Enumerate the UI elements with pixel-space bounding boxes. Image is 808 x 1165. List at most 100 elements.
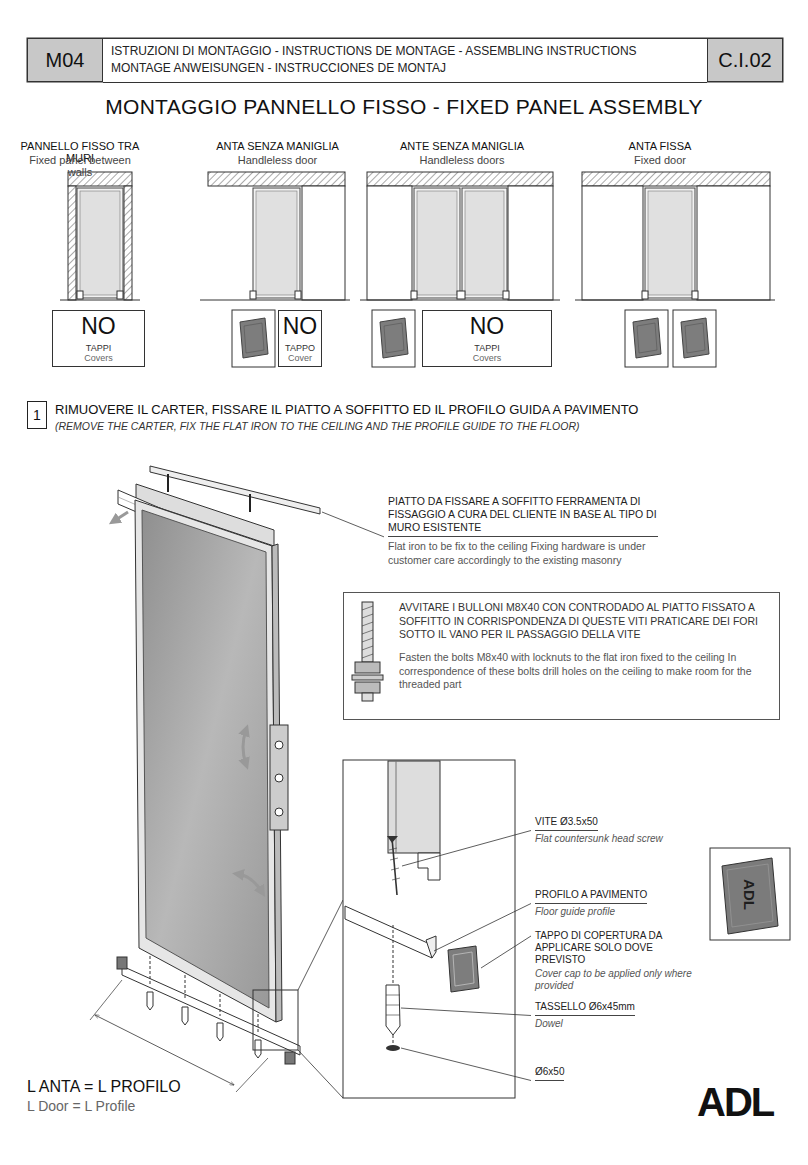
detail-inset — [418, 853, 440, 880]
detail-inset — [386, 985, 400, 1035]
plan-handleless-door — [302, 186, 345, 300]
door-panel-exploded — [114, 512, 128, 521]
cover-cap-large — [727, 864, 773, 927]
door-panel-exploded — [147, 992, 153, 1010]
cover-cap-large — [722, 858, 778, 934]
part-label: VITE Ø3.5x50 — [535, 816, 598, 831]
cover-cap-icon — [685, 323, 705, 353]
leader-line — [322, 512, 384, 537]
box-text: AVVITARE I BULLONI M8X40 CON CONTRODADO … — [399, 601, 769, 642]
figure-caption: Handleless doors — [372, 154, 552, 166]
detail-inset — [387, 836, 398, 843]
box-text: Fasten the bolts M8x40 with locknuts to … — [399, 651, 769, 692]
bolt-with-locknut — [362, 638, 373, 642]
door-panel-exploded — [185, 975, 186, 1000]
plan-handleless-door — [200, 172, 350, 300]
part-note: Flat countersunk head screw — [535, 833, 663, 845]
detail-inset — [390, 858, 398, 860]
plan-fixed-panel-between-walls — [60, 172, 140, 300]
leader-line — [402, 831, 531, 867]
plan-fixed-door — [648, 191, 692, 295]
box-text: TAPPI — [86, 343, 111, 353]
plan-handleless-door — [256, 191, 297, 295]
door-panel-exploded — [135, 500, 276, 1022]
bolt-with-locknut — [355, 662, 380, 673]
plan-fixed-door — [575, 172, 775, 300]
plan-handleless-doors — [462, 188, 507, 298]
dimension: Ø6x50 — [535, 1066, 564, 1081]
brand-logo: ADL — [697, 1080, 773, 1125]
plan-handleless-door — [208, 172, 345, 186]
step-subheading: (REMOVE THE CARTER, FIX THE FLAT IRON TO… — [55, 420, 579, 432]
box-text: M04 — [46, 49, 85, 72]
box-text: NO — [283, 314, 318, 338]
plan-handleless-doors — [360, 300, 560, 301]
door-panel-exploded — [95, 1015, 234, 1085]
detail-inset — [343, 760, 515, 1098]
door-panel-exploded — [142, 510, 269, 1008]
header-box: ISTRUZIONI DI MONTAGGIO - INSTRUCTIONS D… — [103, 38, 707, 83]
part-note: Floor guide profile — [535, 906, 615, 918]
part-label: PIATTO DA FISSARE A SOFFITTO FERRAMENTA … — [388, 495, 658, 537]
door-panel-exploded — [249, 494, 251, 512]
door-panel-exploded — [253, 990, 298, 1050]
bolt-with-locknut — [362, 614, 373, 618]
plan-handleless-doors — [414, 188, 460, 298]
box-text: NO — [470, 314, 505, 338]
door-panel-exploded — [275, 774, 283, 782]
plan-handleless-door — [200, 300, 350, 301]
plan-handleless-door — [295, 291, 301, 299]
cover-cap-icon — [244, 323, 264, 353]
no-cover-box: NOTAPPICovers — [422, 310, 552, 367]
door-panel-exploded — [275, 741, 283, 749]
door-panel-exploded — [90, 466, 343, 1098]
figure-caption: Handleless door — [205, 154, 350, 166]
box-text: C.I.02 — [718, 49, 771, 72]
bolt-with-locknut — [362, 606, 373, 610]
plan-handleless-doors — [360, 172, 560, 300]
box-text: 1 — [33, 407, 41, 423]
plan-fixed-panel-between-walls — [124, 186, 132, 300]
detail-inset — [426, 936, 436, 958]
detail-inset — [343, 760, 515, 1098]
bolt-with-locknut — [362, 654, 373, 658]
box-text: NO — [81, 314, 116, 338]
cover-cap-icon — [625, 310, 668, 367]
cap-logo: ADL — [741, 879, 758, 910]
detail-inset — [389, 848, 397, 850]
door-panel-exploded — [90, 980, 122, 1020]
cover-cap-icon — [681, 318, 709, 358]
cover-cap-icon — [380, 318, 408, 358]
step-heading: RIMUOVERE IL CARTER, FISSARE IL PIATTO A… — [55, 402, 638, 417]
bolt-with-locknut — [362, 622, 373, 626]
door-panel-exploded — [236, 1058, 268, 1092]
sheet-code: C.I.02 — [707, 38, 783, 82]
door-panel-exploded — [270, 725, 288, 830]
door-panel-exploded — [182, 1007, 188, 1025]
cover-cap-icon — [372, 310, 415, 367]
detail-inset — [391, 868, 399, 870]
detail-inset — [345, 906, 432, 958]
box-text: TAPPO — [285, 343, 315, 353]
door-panel-exploded — [117, 957, 127, 969]
detail-inset — [453, 952, 474, 986]
figure-caption: ANTA FISSA — [600, 140, 720, 152]
cover-cap-icon — [637, 323, 657, 353]
sheet-code: M04 — [27, 38, 103, 82]
plan-fixed-panel-between-walls — [117, 291, 123, 299]
note-box: AVVITARE I BULLONI M8X40 CON CONTRODADO … — [343, 592, 780, 720]
door-panel-exploded — [167, 474, 169, 492]
box-text: ISTRUZIONI DI MONTAGGIO - INSTRUCTIONS D… — [111, 43, 699, 78]
detail-inset — [386, 1015, 400, 1016]
bolt-with-locknut — [362, 693, 373, 701]
bolt-with-locknut — [362, 630, 373, 634]
part-note: Cover cap to be applied only where provi… — [535, 968, 705, 992]
cover-cap-icon — [673, 310, 716, 367]
plan-fixed-panel-between-walls — [60, 300, 140, 301]
bolt-with-locknut — [352, 675, 383, 680]
door-panel-exploded — [298, 1050, 343, 1098]
plan-handleless-doors — [503, 291, 509, 299]
box-text: TAPPI — [474, 343, 499, 353]
plan-fixed-door — [575, 300, 775, 301]
cover-cap-icon — [673, 310, 716, 367]
